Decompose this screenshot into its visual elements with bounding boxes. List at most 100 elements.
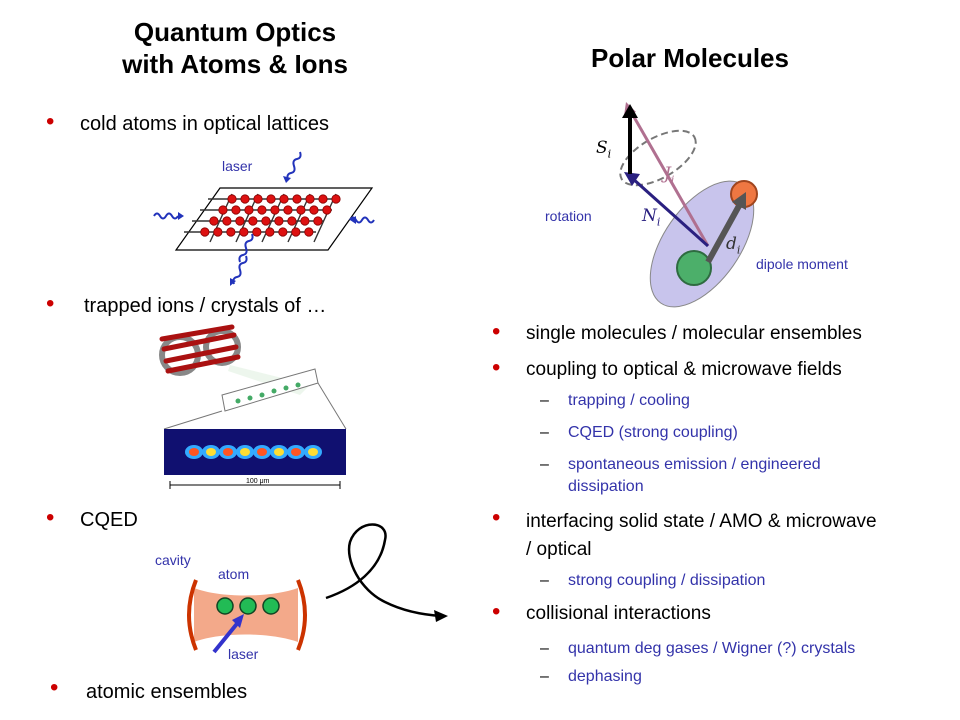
- ion: [308, 448, 318, 456]
- atom-label: atom: [218, 566, 250, 582]
- sub-spontaneous: spontaneous emission / engineered: [568, 456, 821, 473]
- vector-S-subscript: i: [607, 147, 612, 161]
- left-title: Quantum Optics with Atoms & Ions: [70, 16, 400, 80]
- polar-molecule-figure: [619, 102, 758, 308]
- lattice-atom: [231, 205, 241, 215]
- sub-cqed: CQED (strong coupling): [568, 424, 738, 441]
- lattice-atom: [300, 216, 310, 226]
- bullet-dot: •: [492, 354, 501, 381]
- lattice-atom: [318, 194, 328, 204]
- sub-dash: –: [540, 640, 549, 657]
- cqed-laser-label: laser: [228, 646, 259, 662]
- sub-dash: –: [540, 668, 549, 685]
- lattice-atom: [274, 216, 284, 226]
- bullet-single-molecules: single molecules / molecular ensembles: [526, 323, 862, 344]
- sub-trapping: trapping / cooling: [568, 392, 690, 409]
- right-title: Polar Molecules: [591, 43, 789, 73]
- lattice-atom: [218, 205, 228, 215]
- lattice-atom: [222, 216, 232, 226]
- sub-dissipation: dissipation: [568, 478, 644, 495]
- lattice-atom: [305, 194, 315, 204]
- lattice-atom: [248, 216, 258, 226]
- lattice-atom: [253, 194, 263, 204]
- sub-dash: –: [540, 572, 549, 589]
- lattice-atom: [226, 227, 236, 237]
- sub-quantum-deg: quantum deg gases / Wigner (?) crystals: [568, 640, 856, 657]
- lattice-atom: [331, 194, 341, 204]
- lattice-atom: [287, 216, 297, 226]
- lattice-atom: [304, 227, 314, 237]
- bullet-interfacing-line2: / optical: [526, 539, 592, 560]
- lattice-atom: [227, 194, 237, 204]
- lattice-atom: [278, 227, 288, 237]
- ion: [223, 448, 233, 456]
- bullet-coupling: coupling to optical & microwave fields: [526, 359, 842, 380]
- vector-N-subscript: i: [656, 215, 661, 229]
- sub-dash: –: [540, 456, 549, 473]
- lattice-atom: [209, 216, 219, 226]
- bullet-trapped-ions: trapped ions / crystals of …: [84, 295, 327, 317]
- lattice-atom: [261, 216, 271, 226]
- lattice-atom: [239, 227, 249, 237]
- bullet-dot: •: [492, 598, 501, 625]
- bullet-interfacing: interfacing solid state / AMO & microwav…: [526, 511, 877, 532]
- sub-dephasing: dephasing: [568, 668, 642, 685]
- lattice-atom: [309, 205, 319, 215]
- lattice-atom: [283, 205, 293, 215]
- dipole-moment-label: dipole moment: [756, 256, 848, 272]
- lattice-atom: [322, 205, 332, 215]
- bullet-cqed: CQED: [80, 509, 138, 531]
- lattice-atom: [200, 227, 210, 237]
- cavity-label: cavity: [155, 552, 191, 568]
- ion-scale-label: 100 μm: [246, 478, 270, 485]
- vector-N-text: N: [642, 206, 657, 226]
- sub-dash: –: [540, 392, 549, 409]
- vector-S-text: S: [596, 138, 608, 158]
- vector-J-subscript: i: [670, 173, 675, 187]
- ion-trap-figure: [159, 324, 347, 489]
- lattice-atom: [292, 194, 302, 204]
- vector-S-label: Si: [596, 138, 611, 160]
- lattice-atom: [252, 227, 262, 237]
- lattice-atom: [266, 194, 276, 204]
- ion: [291, 448, 301, 456]
- bullet-dot: •: [46, 290, 55, 317]
- lattice-laser-label: laser: [222, 158, 253, 174]
- lattice-atom: [257, 205, 267, 215]
- optical-lattice-figure: [153, 151, 375, 286]
- rotation-label: rotation: [545, 208, 592, 224]
- left-title-line2: with Atoms & Ions: [122, 49, 348, 79]
- sub-dash: –: [540, 424, 549, 441]
- left-title-line1: Quantum Optics: [133, 17, 337, 47]
- lattice-atom: [213, 227, 223, 237]
- cqed-figure: [187, 523, 448, 654]
- ion: [240, 448, 250, 456]
- bullet-dot: •: [46, 504, 55, 531]
- ion: [257, 448, 267, 456]
- vector-J-label: Ji: [664, 164, 674, 186]
- lattice-atom: [240, 194, 250, 204]
- vector-d-label: di: [726, 234, 740, 256]
- lattice-atom: [235, 216, 245, 226]
- vector-J-text: J: [664, 164, 671, 184]
- lattice-atom: [270, 205, 280, 215]
- vector-N-label: Ni: [642, 206, 660, 228]
- lattice-atom: [291, 227, 301, 237]
- bullet-collisional: collisional interactions: [526, 603, 711, 624]
- bullet-atomic-ensembles: atomic ensembles: [86, 681, 248, 703]
- sub-strong-coupling: strong coupling / dissipation: [568, 572, 766, 589]
- bullet-cold-atoms: cold atoms in optical lattices: [80, 113, 330, 135]
- vector-d-text: d: [726, 234, 737, 254]
- bullet-dot: •: [46, 108, 55, 135]
- lattice-atom: [296, 205, 306, 215]
- lattice-atom: [244, 205, 254, 215]
- lattice-atom: [313, 216, 323, 226]
- ion: [189, 448, 199, 456]
- ion: [206, 448, 216, 456]
- bullet-dot: •: [492, 318, 501, 345]
- bullet-dot: •: [492, 504, 501, 531]
- ion: [274, 448, 284, 456]
- vector-d-subscript: i: [736, 243, 741, 257]
- lattice-atom: [265, 227, 275, 237]
- lattice-atom: [279, 194, 289, 204]
